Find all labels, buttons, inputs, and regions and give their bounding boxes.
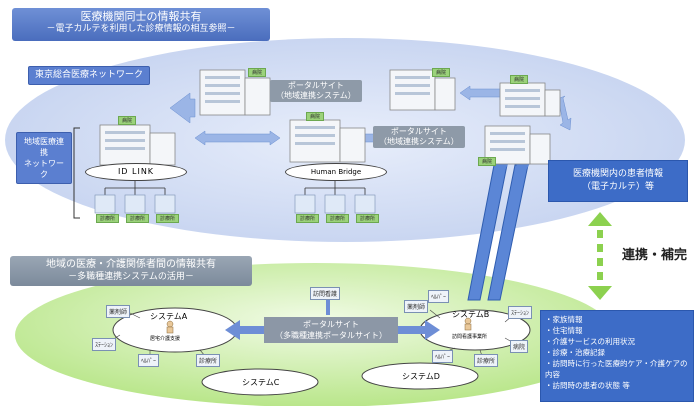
info-item-6: ・訪問時の患者の状態 等 [545, 381, 630, 390]
info-item-3: ・介護サービスの利用状況 [545, 337, 635, 346]
sat-b-1: 薬剤師 [404, 300, 429, 313]
sat-b-2: ﾍﾙﾊﾟｰ [428, 290, 450, 303]
tokyo-network-label: 東京総合医療ネットワーク [28, 66, 151, 85]
portal-bottom: ポータルサイト （多職種連携ポータルサイト） [264, 317, 398, 343]
sub-title-line1: 地域の医療・介護関係者間の情報共有 [46, 259, 216, 270]
sat-b-6: 診療所 [474, 354, 499, 367]
system-d-label: システムD [402, 372, 440, 381]
title-line2: －電子カルテを利用した診療情報の相互参照－ [46, 24, 236, 34]
portal-top: ポータルサイト （地域連携システム） [270, 80, 362, 102]
clinic-6: 診療所 [356, 214, 380, 223]
clinic-5: 診療所 [326, 214, 350, 223]
patient-info-list: ・家族情報 ・住宅情報 ・介護サービスの利用状況 ・診療・治療記録 ・訪問時に行… [540, 310, 694, 402]
info-item-1: ・家族情報 [545, 315, 583, 324]
system-c-ellipse [201, 368, 319, 396]
clinic-1: 診療所 [96, 214, 120, 223]
sat-a-1: 薬剤師 [106, 305, 131, 318]
hospital-tag-3: 病院 [510, 75, 529, 84]
clinic-2: 診療所 [126, 214, 150, 223]
id-link-label: ID LINK [85, 163, 187, 181]
system-b-label: システムB [452, 310, 490, 319]
human-bridge-label: Human Bridge [285, 163, 387, 181]
clinic-lines [104, 178, 366, 195]
regional-network-label: 地域医療連携 ネットワーク [16, 132, 72, 184]
sat-b-4: 病院 [510, 340, 529, 353]
system-c-label: システムC [242, 378, 280, 387]
system-a-center: 居宅介護支援 [150, 336, 181, 342]
hospital-tag-5: 病院 [306, 112, 325, 121]
sat-a-3: ﾍﾙﾊﾟｰ [138, 354, 160, 367]
person-icons [166, 317, 472, 334]
clinic-4: 診療所 [296, 214, 320, 223]
info-item-4: ・診療・治療記録 [545, 348, 605, 357]
green-link-arrow [588, 212, 612, 300]
clinic-icons [94, 194, 376, 214]
info-item-2: ・住宅情報 [545, 326, 583, 335]
top-satellite: 訪問看護 [310, 287, 341, 300]
sub-title-line2: －多職種連携システムの活用－ [68, 272, 194, 282]
hospital-tag-2: 病院 [432, 68, 451, 77]
portal-mid: ポータルサイト （地域連携システム） [373, 126, 465, 148]
renkei-label: 連携・補完 [622, 248, 688, 263]
hospital-tag-1: 病院 [248, 68, 267, 77]
system-a-label: システムA [150, 312, 188, 321]
sat-a-4: 診療所 [196, 354, 221, 367]
regional-bracket [73, 127, 80, 219]
title-line1: 医療機関同士の情報共有 [80, 10, 202, 23]
hospital-tag-6: 病院 [478, 157, 497, 166]
sat-b-5: ﾍﾙﾊﾟｰ [432, 350, 454, 363]
info-item-5: ・訪問時に行った医療的ケア・介護ケアの内容 [545, 359, 688, 379]
sat-b-3: ｽﾃｰｼｮﾝ [508, 306, 533, 319]
hospital-tag-4: 病院 [118, 116, 137, 125]
ehr-info-box: 医療機関内の患者情報 （電子カルテ）等 [548, 160, 688, 202]
sat-a-2: ｽﾃｰｼｮﾝ [92, 338, 117, 351]
clinic-3: 診療所 [156, 214, 180, 223]
system-d-ellipse [361, 362, 479, 390]
page-title: 医療機関同士の情報共有 －電子カルテを利用した診療情報の相互参照－ [12, 8, 270, 41]
system-b-center: 訪問看護事業所 [452, 334, 488, 340]
sub-title: 地域の医療・介護関係者間の情報共有 －多職種連携システムの活用－ [10, 256, 252, 286]
building-windows [105, 76, 540, 151]
bottom-portal-arrows [225, 295, 440, 340]
